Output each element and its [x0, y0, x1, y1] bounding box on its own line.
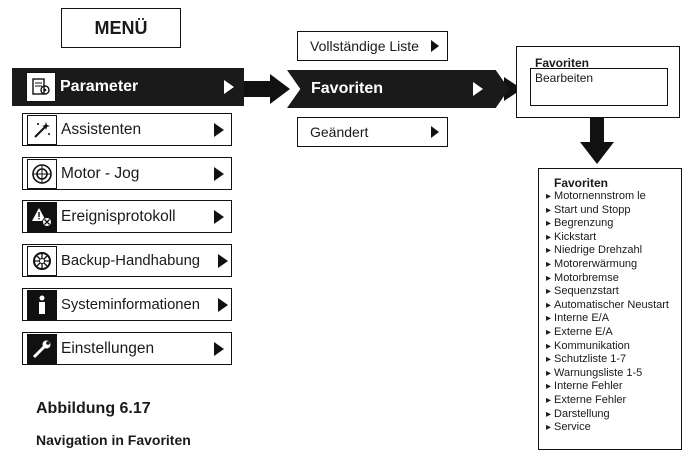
menu-item-einstellungen[interactable]: Einstellungen	[22, 332, 232, 365]
chevron-right-icon	[473, 82, 483, 96]
list-item[interactable]: Begrenzung	[546, 217, 681, 231]
list-item[interactable]: Externe E/A	[546, 326, 681, 340]
favorites-list-panel: Favoriten Motornennstrom le Start und St…	[538, 168, 682, 450]
list-item[interactable]: Kommunikation	[546, 340, 681, 354]
submenu-item-favoriten[interactable]: Favoriten	[287, 70, 509, 108]
figure-caption-title: Abbildung 6.17	[36, 400, 151, 417]
chevron-right-icon	[214, 209, 224, 224]
submenu-item-geaendert[interactable]: Geändert	[297, 117, 448, 147]
submenu-item-label: Geändert	[310, 124, 369, 140]
list-item[interactable]: Darstellung	[546, 408, 681, 422]
menu-item-backup-handhabung[interactable]: Backup-Handhabung	[22, 244, 232, 277]
event-log-icon	[27, 201, 57, 232]
menu-item-parameter[interactable]: Parameter	[12, 68, 244, 106]
menu-item-label: Parameter	[60, 78, 139, 95]
figure-caption-subtitle: Navigation in Favoriten	[36, 432, 191, 448]
wizard-icon	[27, 114, 57, 145]
favorites-list-title: Favoriten	[554, 176, 609, 190]
menu-item-label: Motor - Jog	[61, 164, 140, 182]
motor-jog-icon	[27, 158, 57, 189]
arrow-screen-to-list	[580, 118, 614, 164]
list-item[interactable]: Motorbremse	[546, 272, 681, 286]
list-item[interactable]: Service	[546, 421, 681, 435]
menu-item-systeminformationen[interactable]: Systeminformationen	[22, 288, 232, 321]
chevron-right-icon	[224, 80, 234, 94]
menu-item-label: Systeminformationen	[61, 296, 200, 313]
submenu-item-label: Vollständige Liste	[310, 38, 419, 54]
info-icon	[27, 289, 57, 320]
list-item[interactable]: Motorerwärmung	[546, 258, 681, 272]
list-item[interactable]: Start und Stopp	[546, 204, 681, 218]
favorites-screen-title: Favoriten	[535, 56, 590, 70]
arrow-parameter-to-favoriten	[238, 74, 290, 104]
menu-item-motor-jog[interactable]: Motor - Jog	[22, 157, 232, 190]
list-item[interactable]: Sequenzstart	[546, 285, 681, 299]
chevron-right-icon	[218, 253, 228, 268]
backup-icon	[27, 245, 57, 276]
chevron-right-icon	[214, 166, 224, 181]
list-item[interactable]: Motornennstrom le	[546, 190, 681, 204]
list-item[interactable]: Automatischer Neustart	[546, 299, 681, 313]
menu-item-label: Assistenten	[61, 120, 142, 138]
chevron-right-icon	[431, 40, 439, 52]
list-item[interactable]: Warnungsliste 1-5	[546, 367, 681, 381]
menu-title: MENÜ	[61, 8, 181, 48]
list-item[interactable]: Interne E/A	[546, 312, 681, 326]
menu-item-assistenten[interactable]: Assistenten	[22, 113, 232, 146]
submenu-item-label: Favoriten	[311, 80, 384, 97]
favorites-edit-item[interactable]: Bearbeiten	[530, 68, 668, 106]
list-item[interactable]: Interne Fehler	[546, 380, 681, 394]
list-item[interactable]: Schutzliste 1-7	[546, 353, 681, 367]
chevron-right-icon	[431, 126, 439, 138]
favorites-list: Motornennstrom le Start und Stopp Begren…	[546, 190, 681, 435]
menu-item-ereignisprotokoll[interactable]: Ereignisprotokoll	[22, 200, 232, 233]
favorites-screen: Favoriten Bearbeiten	[516, 46, 680, 118]
list-item[interactable]: Kickstart	[546, 231, 681, 245]
chevron-right-icon	[214, 122, 224, 137]
menu-item-label: Ereignisprotokoll	[61, 207, 176, 225]
wrench-icon	[27, 333, 57, 364]
menu-item-label: Einstellungen	[61, 339, 155, 357]
menu-item-label: Backup-Handhabung	[61, 252, 201, 269]
chevron-right-icon	[218, 297, 228, 312]
submenu-item-vollstaendige-liste[interactable]: Vollständige Liste	[297, 31, 448, 61]
list-item[interactable]: Externe Fehler	[546, 394, 681, 408]
chevron-right-icon	[214, 341, 224, 356]
list-item[interactable]: Niedrige Drehzahl	[546, 244, 681, 258]
parameter-icon	[26, 72, 56, 102]
